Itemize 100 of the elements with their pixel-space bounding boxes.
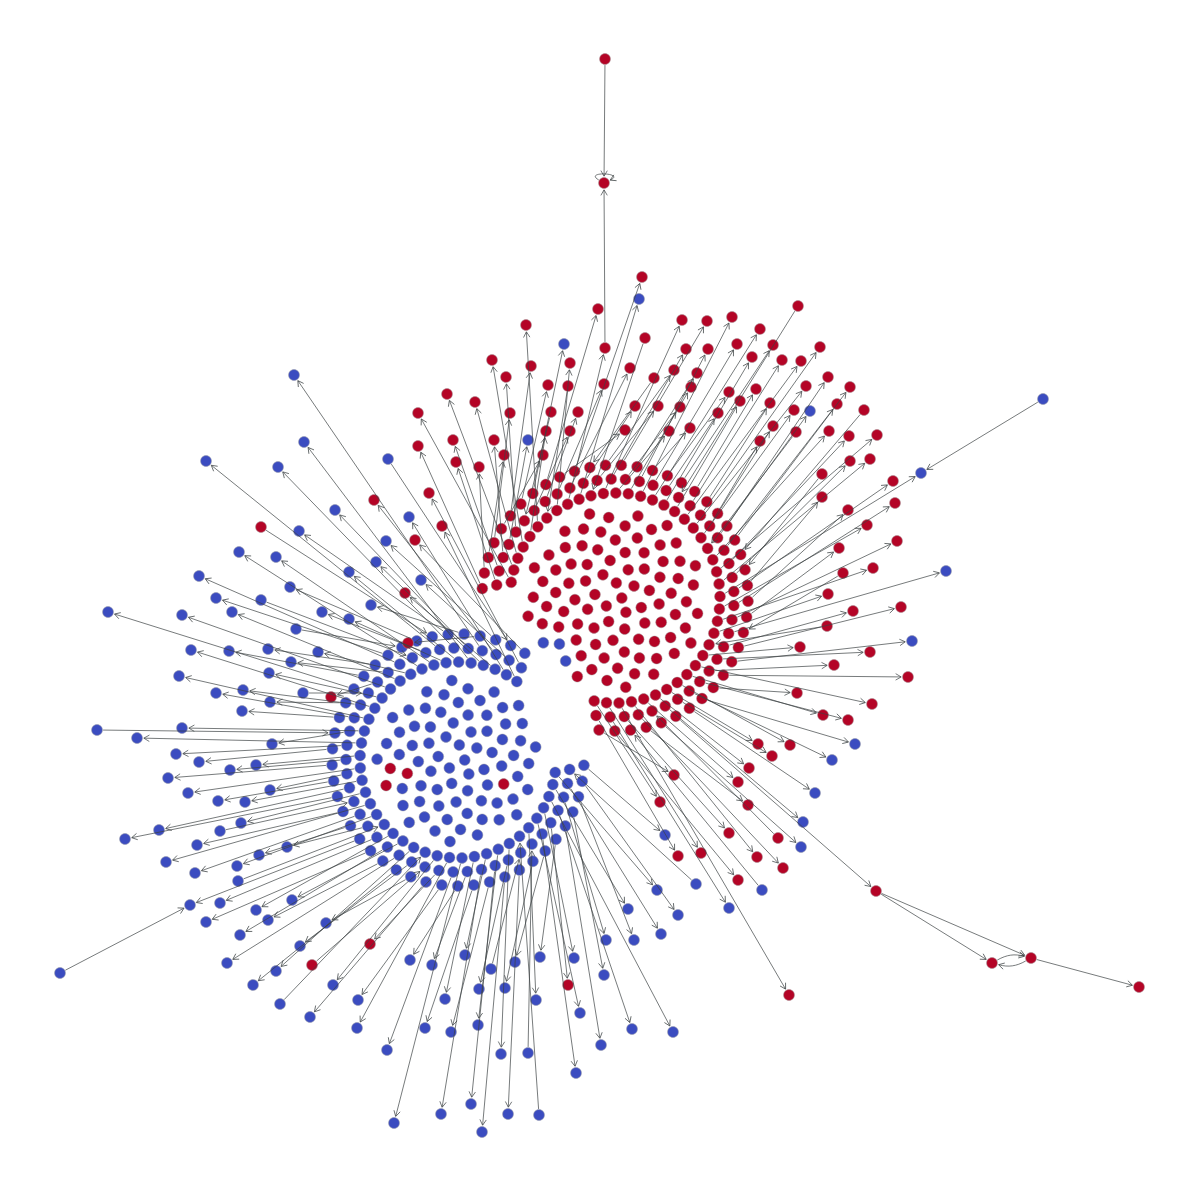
arrow [642, 718, 779, 864]
arrow [143, 734, 356, 744]
arrow [235, 649, 359, 676]
arrow [456, 468, 496, 580]
arrow [737, 638, 906, 662]
arrow [174, 765, 327, 781]
arrow [600, 410, 655, 477]
arrow [304, 534, 444, 632]
arrow [729, 673, 902, 681]
arrow [641, 354, 706, 477]
arrow [521, 391, 549, 499]
arrow [387, 877, 452, 1044]
arrow [354, 620, 441, 661]
arrow [391, 463, 508, 641]
arrow [504, 866, 532, 982]
arrow [261, 836, 389, 908]
arrow [585, 785, 675, 910]
arrow [634, 735, 759, 886]
arrow [475, 854, 498, 1019]
arrow [643, 322, 730, 492]
arrow [257, 873, 392, 982]
arrow [996, 951, 1025, 961]
arrow [573, 817, 606, 969]
arrow [204, 577, 395, 663]
arrow [881, 893, 1026, 957]
arrow [353, 575, 455, 659]
arrow [308, 689, 362, 697]
arrow [732, 440, 845, 560]
arrow [738, 484, 888, 589]
arrow [251, 781, 357, 804]
arrow [712, 446, 757, 522]
arrow [431, 498, 519, 663]
arrow [278, 731, 345, 746]
arrow [537, 823, 581, 1007]
arrow [558, 776, 653, 886]
arrow [314, 886, 423, 1013]
arrow [409, 597, 491, 666]
loop-arrow [594, 173, 617, 182]
arrow [165, 788, 344, 831]
arrow [195, 840, 355, 904]
arrow [339, 514, 465, 645]
arrow [720, 431, 770, 509]
arrow [504, 460, 541, 524]
arrow [222, 691, 349, 718]
arrow [555, 789, 625, 904]
arrow [249, 688, 355, 705]
arrow [464, 859, 486, 949]
arrow [591, 343, 644, 490]
arrow [669, 418, 715, 486]
arrow [729, 382, 825, 522]
arrow [711, 436, 793, 544]
arrow [586, 411, 632, 479]
arrow [628, 412, 677, 475]
arrow [420, 418, 509, 578]
arrow [708, 644, 794, 656]
arrow [243, 825, 379, 880]
arrow [210, 464, 436, 647]
arrow [448, 399, 512, 565]
arrow [390, 545, 492, 637]
arrow [542, 839, 578, 1067]
arrow [1036, 959, 1133, 988]
arrow [998, 960, 1027, 970]
arrow [609, 707, 698, 848]
arrow [476, 473, 485, 568]
arrow [188, 615, 386, 688]
arrow [262, 755, 355, 768]
arrow [752, 514, 844, 598]
arrow [624, 326, 704, 461]
arrow [655, 349, 734, 481]
arrow [516, 842, 539, 1110]
arrow [603, 732, 669, 772]
arrow [523, 417, 550, 515]
arrow [544, 813, 576, 952]
arrow [692, 676, 817, 715]
arrow [450, 887, 489, 1026]
arrow [719, 687, 791, 696]
arrow [655, 334, 757, 496]
arrow [433, 876, 466, 959]
arrow [265, 529, 427, 634]
arrow [588, 768, 661, 831]
arrow [547, 315, 598, 480]
arrow [203, 812, 338, 846]
arrow [640, 378, 694, 463]
arrow [236, 759, 341, 773]
arrow [681, 310, 796, 492]
arrow [724, 476, 916, 594]
arrow [724, 528, 862, 607]
arrow [224, 781, 329, 803]
arrow [716, 435, 825, 556]
arrow [705, 682, 842, 721]
arrow [266, 601, 407, 657]
arrow [608, 375, 671, 461]
arrow [734, 571, 940, 633]
arrow [665, 726, 797, 843]
arrow [704, 415, 791, 534]
arrow [444, 531, 515, 677]
arrow [297, 843, 398, 898]
arrow [509, 446, 530, 539]
arrow [748, 478, 819, 565]
arrow [696, 390, 803, 524]
